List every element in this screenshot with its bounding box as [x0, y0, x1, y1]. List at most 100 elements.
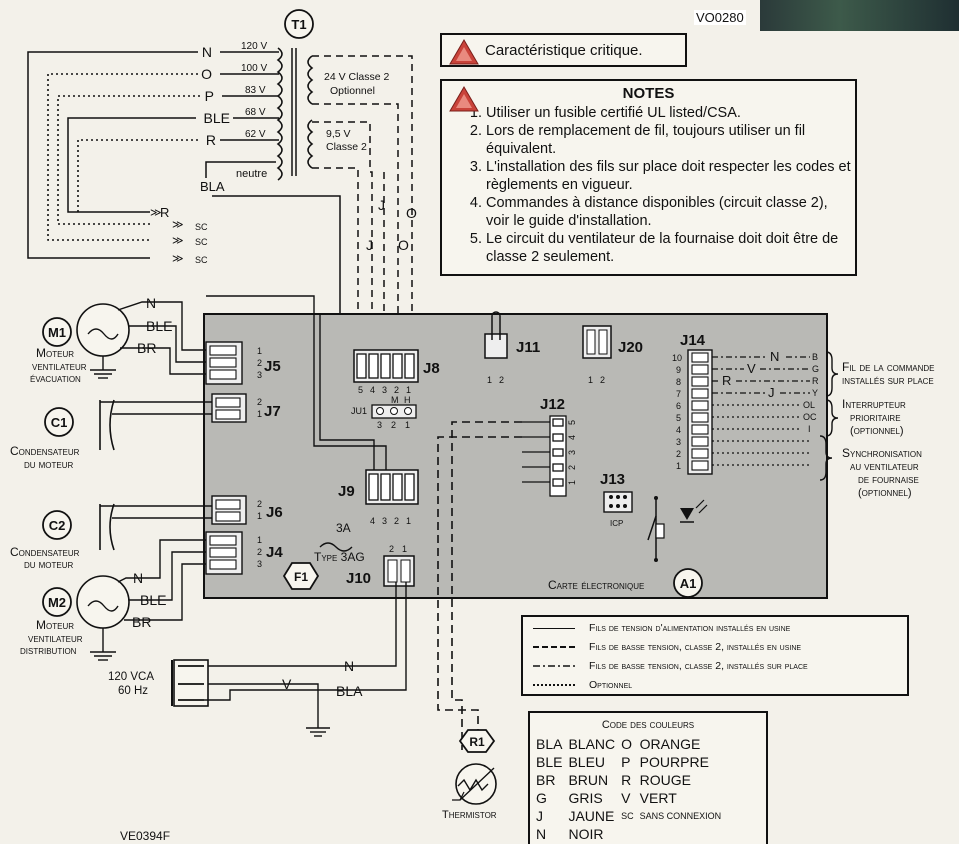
- secondary-9v-class: Classe 2: [326, 141, 367, 153]
- cell: SC: [621, 811, 634, 821]
- power-wire-bla: BLA: [336, 683, 363, 699]
- j13-label: J13: [600, 471, 625, 488]
- cell: [621, 825, 640, 843]
- secondary-9v: 9,5 V: [326, 128, 351, 140]
- transformer-tag-circle: [284, 9, 314, 39]
- notes-title: NOTES: [622, 85, 675, 102]
- sc-arrow: ≫: [172, 235, 184, 247]
- cell: SANS CONNEXION: [639, 811, 722, 821]
- cell: JAUNE: [568, 808, 615, 824]
- legend-row: Fils de basse tension, classe 2, install…: [533, 658, 808, 674]
- warning-triangle-icon: [449, 86, 479, 112]
- pin-label: 5: [358, 385, 363, 395]
- tap-volt-100: 100 V: [241, 63, 267, 74]
- j4-label: J4: [266, 544, 283, 561]
- terminal-label: OL: [803, 400, 815, 410]
- cell: N: [536, 826, 547, 842]
- thermistor-label: Thermistor: [442, 809, 497, 821]
- legend-text: Fils de basse tension, classe 2, install…: [589, 641, 802, 653]
- tap-wire-r: R: [206, 132, 216, 148]
- j14-wire: R: [722, 373, 731, 388]
- sc-arrow: ≫: [150, 207, 162, 219]
- drawing-code: VE0394F: [120, 829, 170, 843]
- j8-label: J8: [423, 360, 440, 377]
- pin-label: 1: [257, 409, 262, 419]
- pin-label: 6: [676, 401, 681, 411]
- capacitor-c1-desc: du moteur: [24, 459, 73, 471]
- pin-label: 2: [257, 499, 262, 509]
- motor-m1-wire: N: [146, 295, 156, 311]
- line-style-legend: Fils de tension d'alimentation installés…: [521, 615, 909, 696]
- pin-label: 3: [257, 559, 262, 569]
- cell: BR: [536, 772, 556, 788]
- led-icon: [680, 499, 708, 523]
- sync-label: Synchronisation: [842, 446, 922, 460]
- sc-arrow: ≫: [172, 253, 184, 265]
- pin-label: 1: [257, 535, 262, 545]
- sc-label: SC: [195, 237, 208, 247]
- pin-label: 2: [257, 547, 262, 557]
- pin-label: 10: [672, 353, 682, 363]
- notes-box: NOTES Utiliser un fusible certifié UL li…: [440, 79, 857, 276]
- cell: ROUGE: [639, 772, 692, 788]
- fuse-tag-hex: [282, 562, 320, 590]
- sc-wire-r: R: [160, 205, 169, 220]
- connector-j11: [484, 333, 508, 359]
- cell: P: [621, 754, 631, 770]
- photo-strip: VO0280: [694, 0, 959, 31]
- pin-label: 5: [567, 420, 577, 425]
- transformer-tag: T1: [291, 17, 306, 32]
- legend-text: Fils de tension d'alimentation installés…: [589, 622, 791, 634]
- neutral-wire-bla: BLA: [200, 179, 225, 194]
- motor-m1-wire: BR: [137, 340, 156, 356]
- j14-wire: J: [768, 385, 775, 400]
- wire-o-label: O: [398, 237, 409, 253]
- motor-m2: M2 Moteur ventilateur distribution N BLE…: [20, 539, 206, 661]
- table-row: J JAUNE SC SANS CONNEXION: [536, 807, 727, 825]
- motor-m1: M1 Moteur ventilateur évacuation N BLE B…: [30, 295, 206, 385]
- board-tag: A1: [680, 576, 697, 591]
- pin-label: 2: [676, 449, 681, 459]
- j9-label: J9: [338, 483, 355, 500]
- tap-wire-ble: BLE: [204, 110, 230, 126]
- pin-label: 3: [382, 385, 387, 395]
- j12-label: J12: [540, 396, 565, 413]
- tap-volt-83: 83 V: [245, 85, 266, 96]
- note-item: L'installation des fils sur place doit r…: [486, 158, 855, 194]
- tap-volt-120: 120 V: [241, 41, 267, 52]
- pin-label: 7: [676, 389, 681, 399]
- cell: J: [536, 808, 543, 824]
- pin-label: 4: [370, 516, 375, 526]
- terminal-label: I: [808, 424, 811, 434]
- pin-label: 9: [676, 365, 681, 375]
- note-item: Lors de remplacement de fil, toujours ut…: [486, 122, 855, 158]
- pin-label: 2: [600, 375, 605, 385]
- terminal-label: OC: [803, 412, 817, 422]
- pin-label: 4: [370, 385, 375, 395]
- ju1-label: JU1: [351, 406, 367, 416]
- j5-label: J5: [264, 358, 281, 375]
- cell: [640, 825, 728, 843]
- pin-label: 1: [402, 544, 407, 554]
- fuse-tag: F1: [294, 570, 308, 584]
- thermistor-r1: R1 Thermistor: [437, 421, 522, 821]
- capacitor-c1-name: Condensateur: [10, 444, 80, 458]
- board-label: Carte électronique: [548, 578, 644, 592]
- pin-label: 2: [391, 420, 396, 430]
- capacitor-c1-tag: C1: [51, 415, 68, 430]
- power-frequency: 60 Hz: [118, 685, 148, 697]
- warning-triangle-icon: [449, 39, 479, 65]
- icp-label: ICP: [610, 519, 623, 528]
- pin-label: 2: [567, 465, 577, 470]
- pin-label: 2: [257, 397, 262, 407]
- tap-wire-n: N: [202, 44, 212, 60]
- override-switch-label3: (optionnel): [850, 425, 904, 437]
- motor-m2-wire: BR: [132, 614, 151, 630]
- neutral-label: neutre: [236, 168, 267, 180]
- cell: R: [621, 772, 632, 788]
- transformer-t1: T1 120 V 100 V 83 V 68 V 62 V N O P BLE …: [27, 9, 421, 470]
